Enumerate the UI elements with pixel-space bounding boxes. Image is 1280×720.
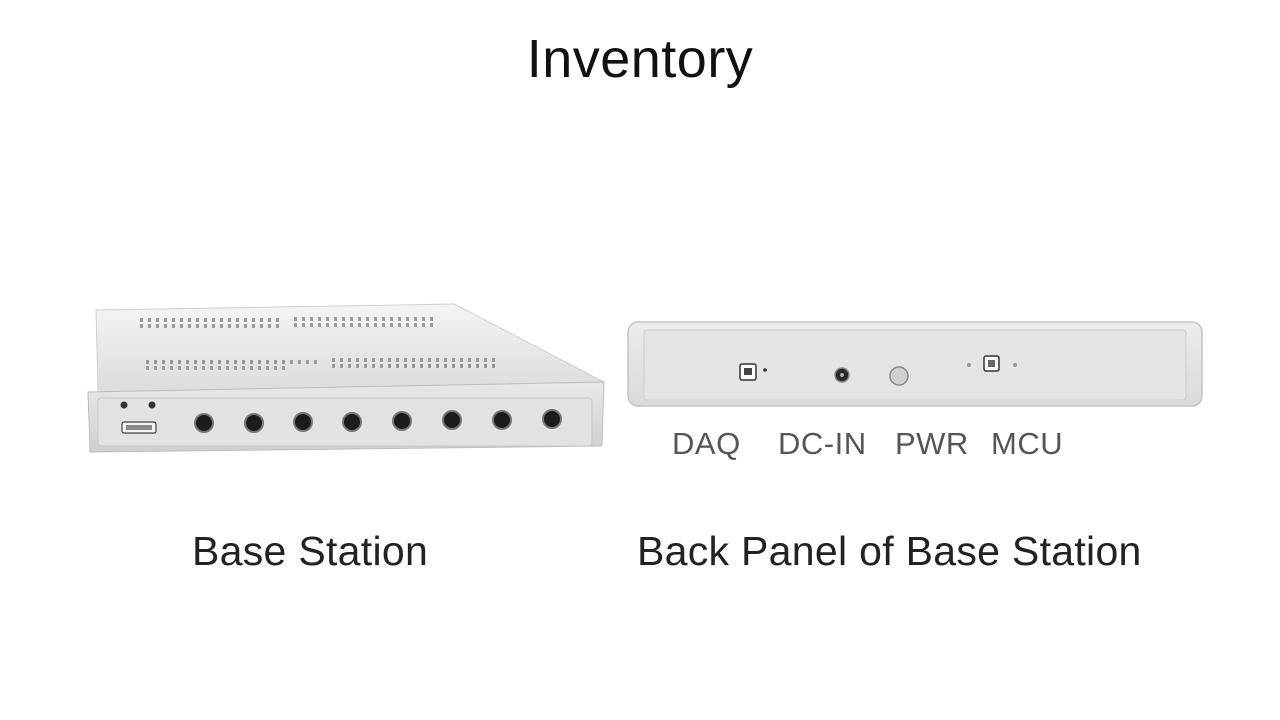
- back-panel-photo: [627, 321, 1203, 407]
- slide-title: Inventory: [526, 29, 754, 89]
- port-label-mcu: MCU: [991, 426, 1064, 461]
- port-label-dc-in: DC-IN: [778, 426, 867, 461]
- port-label-daq: DAQ: [672, 426, 741, 461]
- sensor-sockets: [194, 409, 562, 433]
- port-label-pwr: PWR: [895, 426, 969, 461]
- caption-base-station: Base Station: [192, 528, 429, 574]
- led-indicator: [148, 401, 156, 409]
- caption-back-panel: Back Panel of Base Station: [637, 528, 1142, 574]
- base-station-photo: [87, 303, 605, 453]
- power-button: [889, 366, 909, 386]
- led-indicator: [120, 401, 128, 409]
